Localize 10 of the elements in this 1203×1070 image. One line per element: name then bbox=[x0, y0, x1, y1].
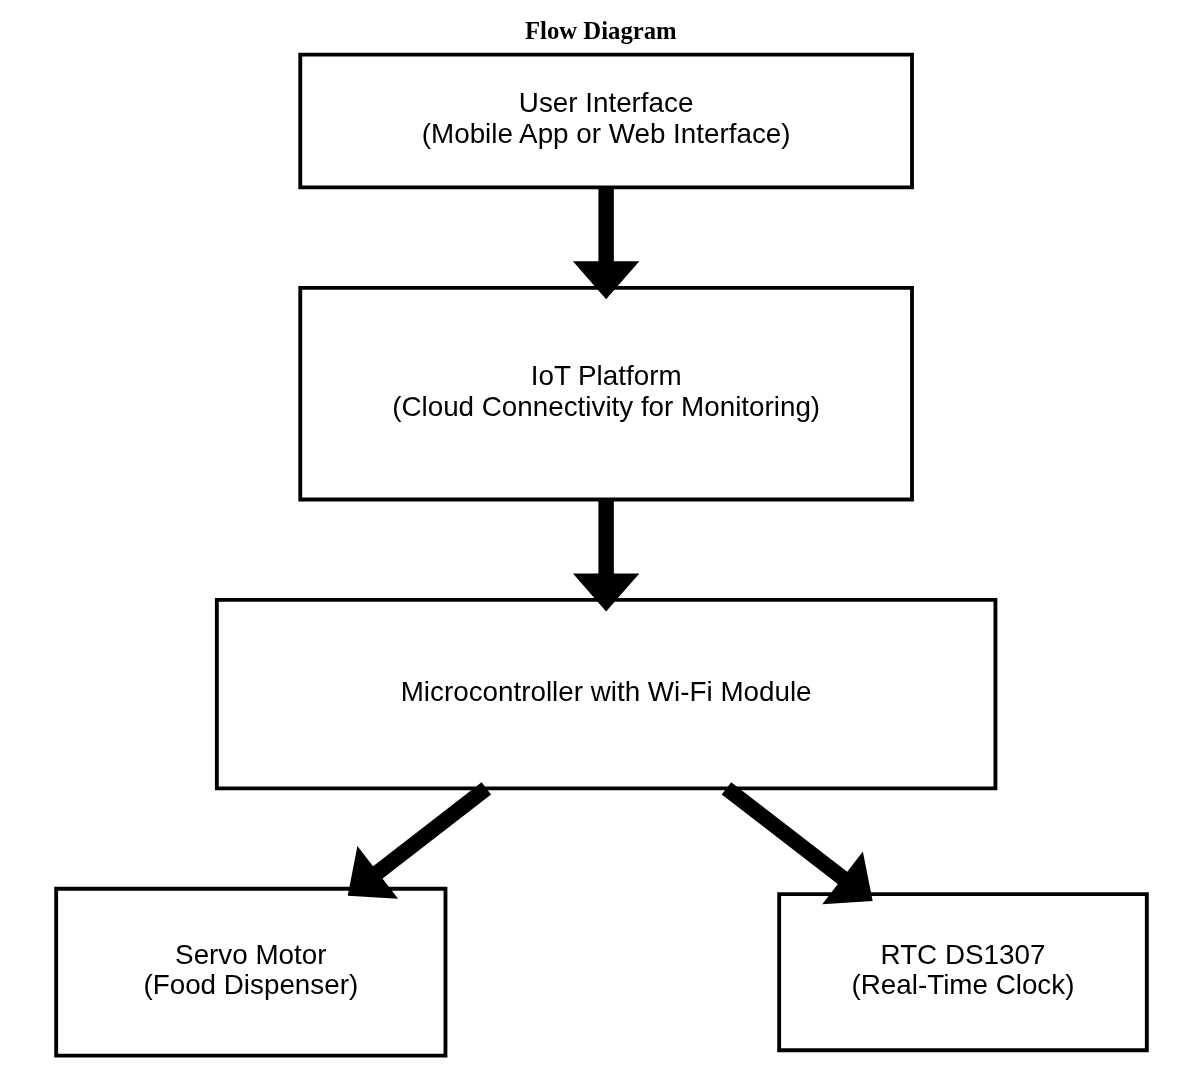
arrow bbox=[347, 782, 492, 899]
diagram-title: Flow Diagram bbox=[525, 16, 677, 44]
arrow bbox=[721, 782, 873, 905]
arrow bbox=[572, 499, 640, 612]
node-box: Servo Motor (Food Dispenser) bbox=[54, 886, 448, 1058]
node-box: Microcontroller with Wi-Fi Module bbox=[214, 597, 998, 791]
node-box: IoT Platform (Cloud Connectivity for Monitoring) bbox=[298, 285, 914, 502]
arrow bbox=[572, 187, 640, 300]
node-box: User Interface (Mobile App or Web Interface) bbox=[298, 52, 914, 190]
node-box: RTC DS1307 (Real-Time Clock) bbox=[777, 892, 1149, 1053]
